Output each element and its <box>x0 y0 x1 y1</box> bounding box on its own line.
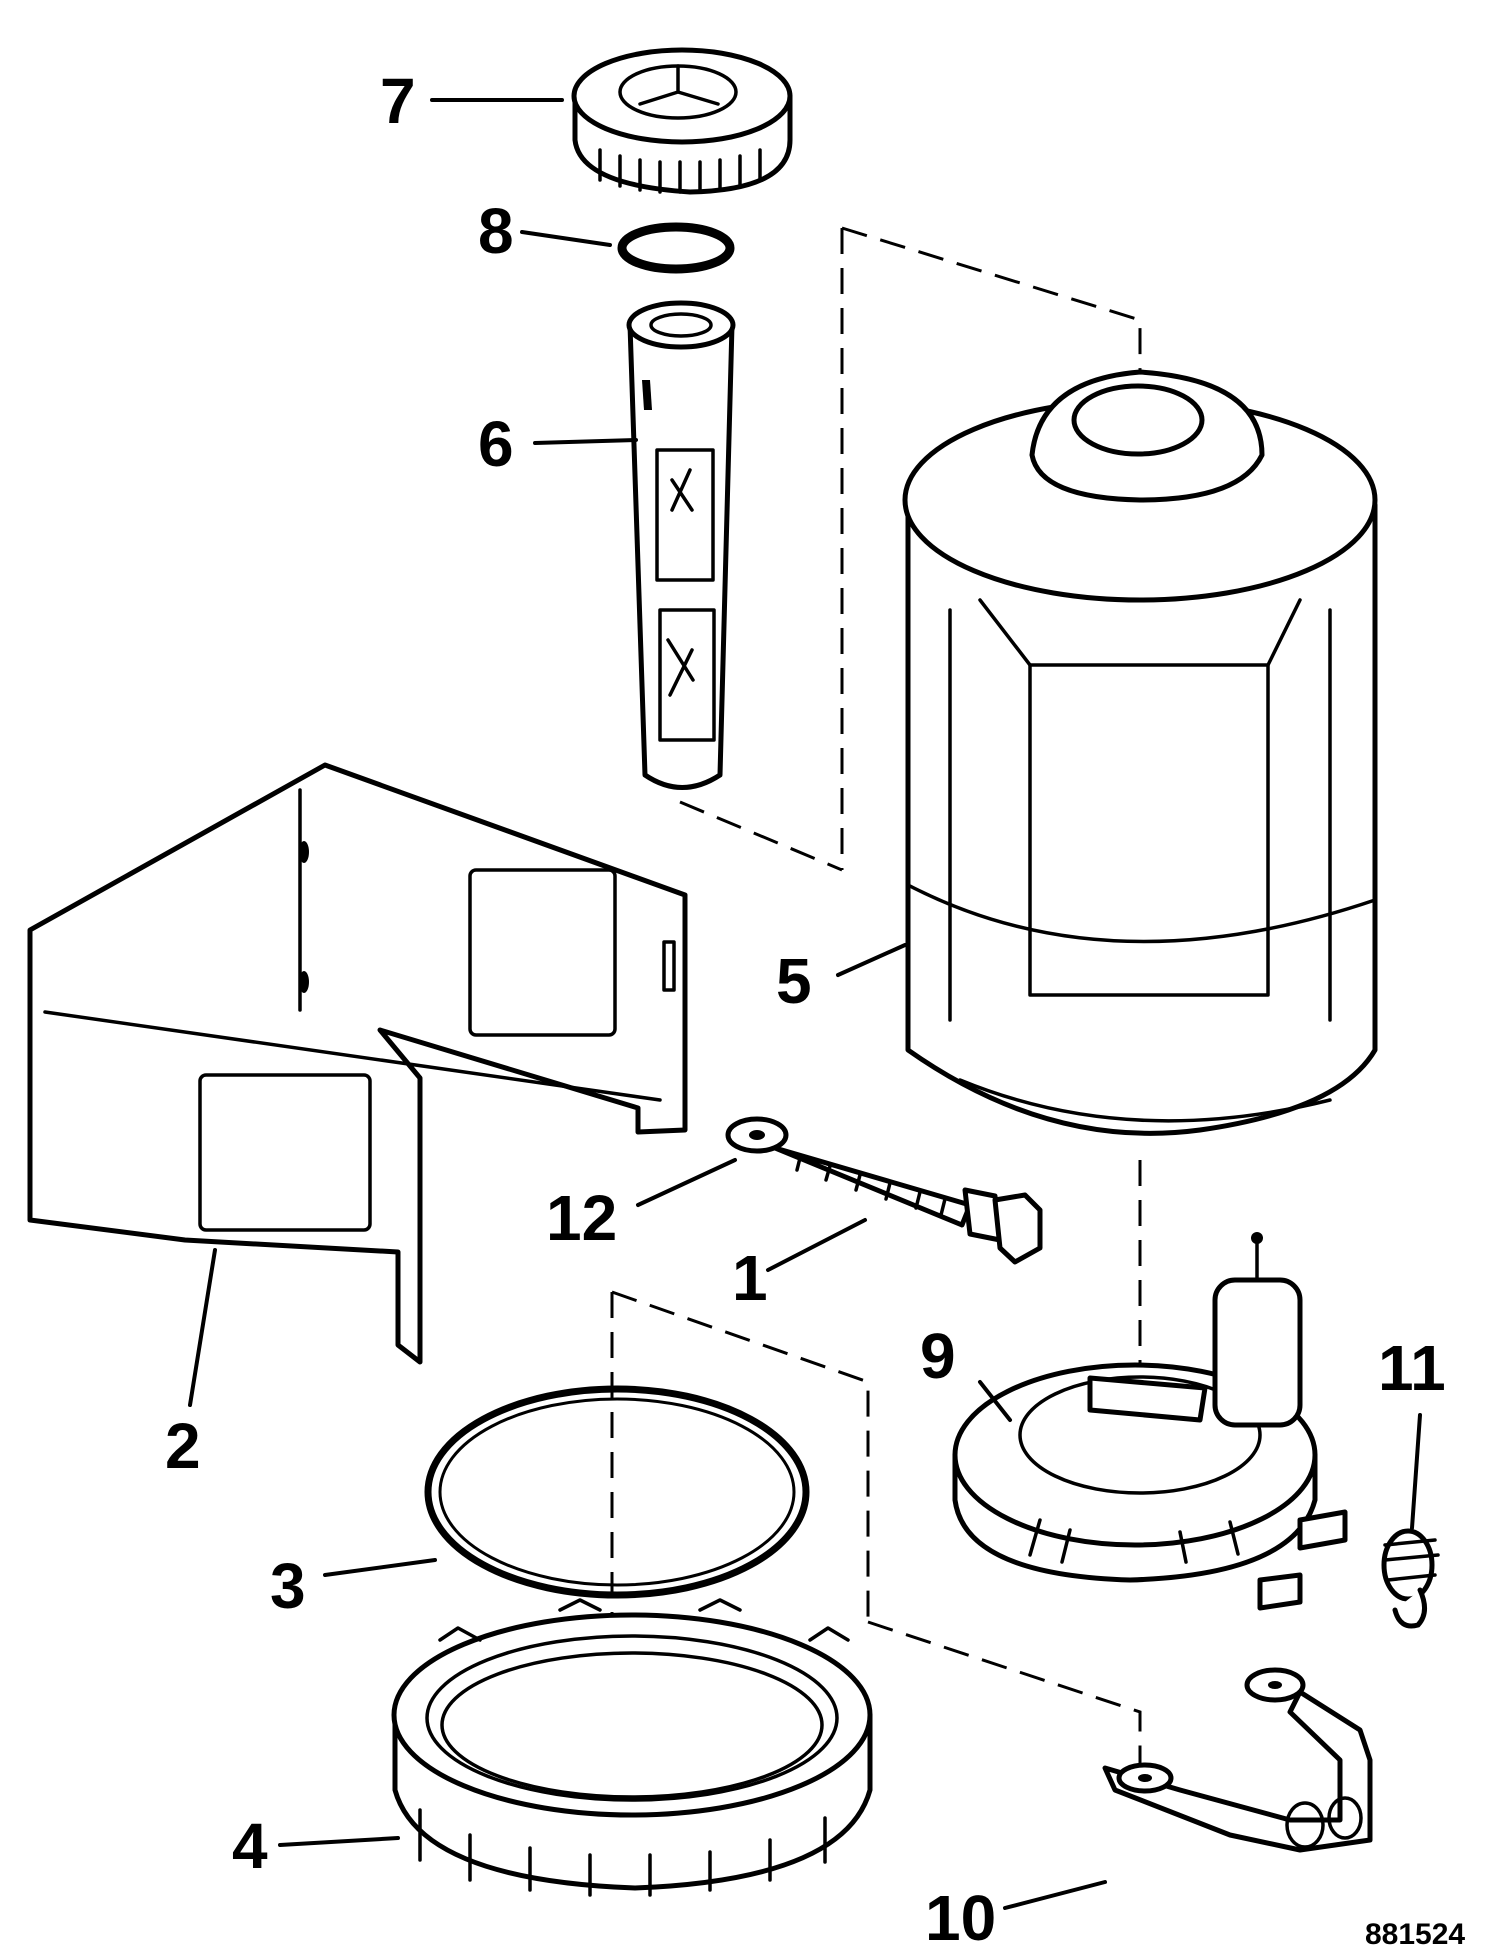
callout-4: 4 <box>232 1810 268 1882</box>
part-4-retaining-nut <box>391 1598 873 1897</box>
callout-10: 10 <box>925 1882 996 1954</box>
callout-7: 7 <box>380 65 416 137</box>
part-11-hose-clamp <box>1381 1528 1440 1629</box>
callout-1: 1 <box>732 1242 768 1314</box>
callout-12: 12 <box>546 1182 617 1254</box>
callout-9: 9 <box>920 1320 956 1392</box>
callout-8: 8 <box>478 195 514 267</box>
part-12-washer <box>725 1116 789 1154</box>
leader-lines <box>188 98 1422 1910</box>
part-6-filter-element <box>626 300 736 790</box>
part-5-reservoir-housing <box>902 369 1378 1136</box>
callout-labels: 7 8 6 5 12 1 9 11 2 3 4 10 <box>165 65 1446 1954</box>
part-2-mounting-bracket <box>27 762 688 1365</box>
part-10-ground-strap <box>1102 1667 1373 1853</box>
part-8-o-ring <box>617 222 735 274</box>
part-1-screw <box>772 1145 1043 1265</box>
part-7-cap <box>571 47 793 195</box>
callout-2: 2 <box>165 1410 201 1482</box>
part-3-large-o-ring <box>424 1385 810 1599</box>
callout-6: 6 <box>478 408 514 480</box>
figure-code: 881524 <box>1365 1918 1465 1951</box>
part-9-pump-base <box>952 1232 1348 1611</box>
callout-5: 5 <box>776 945 812 1017</box>
callout-3: 3 <box>270 1550 306 1622</box>
callout-11: 11 <box>1378 1332 1446 1404</box>
